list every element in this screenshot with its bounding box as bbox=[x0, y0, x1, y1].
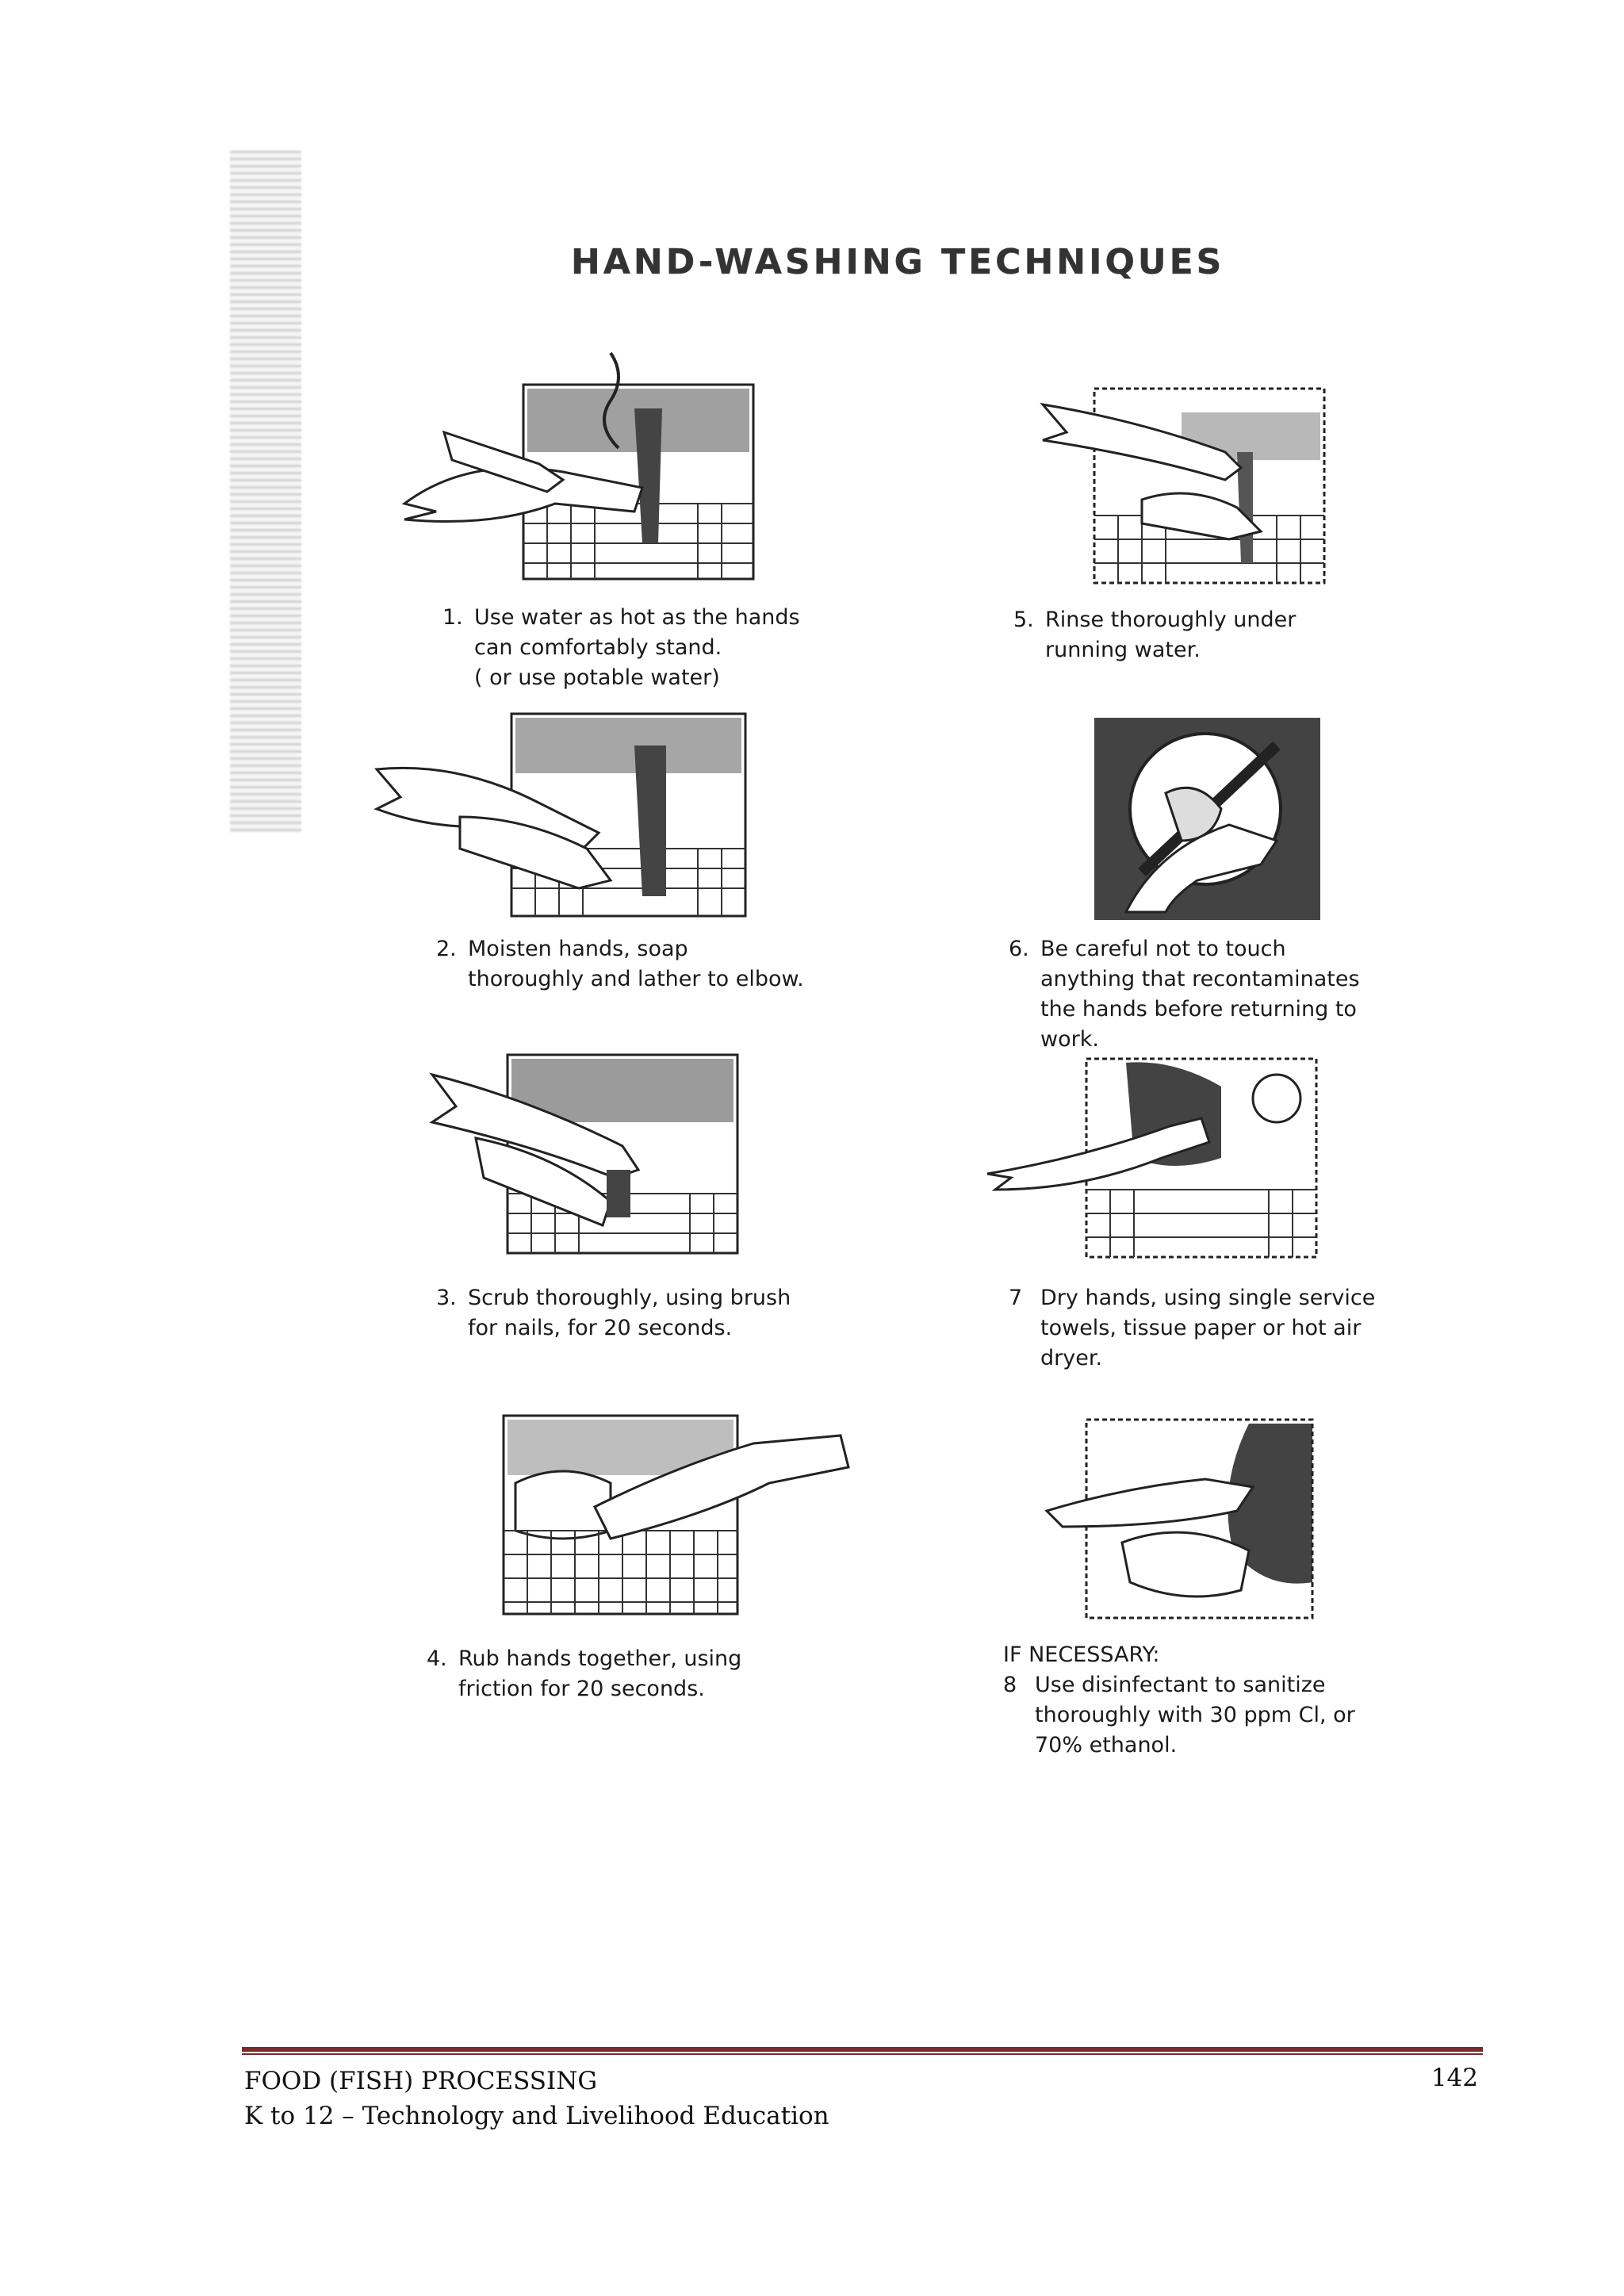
illustration-step-2 bbox=[373, 712, 747, 918]
illustration-step-1 bbox=[401, 351, 755, 581]
step-3-caption: 3.Scrub thoroughly, using brush for nail… bbox=[436, 1286, 791, 1340]
footer-course: FOOD (FISH) PROCESSING bbox=[244, 2067, 598, 2095]
illustration-step-3 bbox=[429, 1053, 739, 1255]
footer-rule-thin bbox=[242, 2053, 1483, 2055]
document-title: HAND-WASHING TECHNIQUES bbox=[571, 242, 1225, 283]
scan-edge-noise bbox=[230, 151, 301, 833]
step-5-caption: 5.Rinse thoroughly under running water. bbox=[1013, 608, 1297, 662]
footer-text: FOOD (FISH) PROCESSING K to 12 – Technol… bbox=[244, 2064, 829, 2133]
illustration-step-7 bbox=[986, 1057, 1318, 1259]
footer-rule bbox=[242, 2047, 1483, 2052]
step-1-caption: 1.Use water as hot as the hands can comf… bbox=[442, 605, 800, 690]
step-6-caption: 6.Be careful not to touch anything that … bbox=[1009, 937, 1360, 1052]
illustration-step-6 bbox=[1094, 718, 1320, 920]
illustration-step-8 bbox=[1044, 1418, 1314, 1619]
footer-program: K to 12 – Technology and Livelihood Educ… bbox=[244, 2102, 829, 2130]
illustration-step-5 bbox=[1040, 387, 1326, 585]
step-8-heading: IF NECESSARY: bbox=[1003, 1642, 1160, 1667]
page-number: 142 bbox=[1431, 2064, 1478, 2092]
step-2-caption: 2.Moisten hands, soap thoroughly and lat… bbox=[436, 937, 804, 991]
step-4-caption: 4.Rub hands together, using friction for… bbox=[427, 1646, 742, 1701]
illustration-step-4 bbox=[502, 1414, 850, 1616]
